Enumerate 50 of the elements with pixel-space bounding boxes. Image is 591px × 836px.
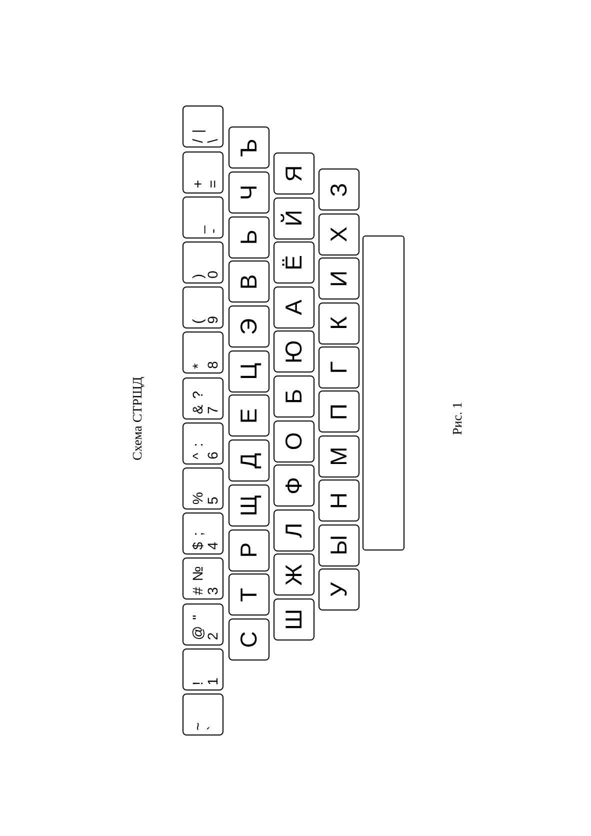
letter-key: Ц	[228, 350, 269, 392]
symbol-key: & ? 7	[182, 376, 223, 419]
letter-key: Ф	[273, 464, 314, 506]
letter-key: Ш	[273, 598, 314, 640]
symbol-key: ( 9	[182, 286, 223, 328]
letter-key: П	[318, 390, 359, 432]
letter-key: Э	[228, 305, 269, 348]
symbol-key: # № 3	[182, 557, 223, 600]
letter-key: К	[318, 302, 359, 344]
letter-key: Ч	[228, 171, 269, 213]
letter-key: Ь	[228, 216, 269, 258]
letter-key: Л	[273, 508, 314, 551]
space-bar-key	[362, 235, 404, 550]
letter-key: М	[318, 434, 359, 477]
letter-key: Т	[228, 573, 269, 616]
letter-key: Я	[273, 152, 314, 194]
title: Схема СТРЩД	[128, 376, 146, 460]
letter-key: И	[318, 257, 359, 300]
letter-key: В	[228, 260, 269, 302]
letter-key: Й	[273, 196, 314, 239]
letter-key: Г	[318, 346, 359, 388]
symbol-key: + =	[182, 150, 223, 193]
letter-key: Д	[228, 439, 269, 482]
letter-key: Ъ	[228, 126, 269, 168]
letter-key: Р	[228, 528, 269, 571]
letter-key: Ж	[273, 553, 314, 596]
letter-key: Б	[273, 375, 314, 417]
symbol-key: @ " 2	[182, 602, 223, 645]
letter-key: Н	[318, 479, 359, 522]
symbol-key: ! 1	[182, 648, 223, 690]
letter-key: С	[228, 618, 269, 660]
symbol-key: ^ : 6	[182, 422, 223, 464]
letter-key: Ы	[318, 524, 359, 566]
letter-key: А	[273, 286, 314, 328]
letter-key: Ю	[273, 330, 314, 372]
letter-key: Х	[318, 212, 359, 255]
caption: Рис. 1	[448, 402, 465, 434]
letter-key: Щ	[228, 484, 269, 526]
letter-key: З	[318, 168, 359, 210]
symbol-key: _ -	[182, 196, 223, 238]
letter-key: О	[273, 420, 314, 462]
symbol-key: / | \	[182, 105, 223, 148]
letter-key: Е	[228, 394, 269, 436]
symbol-key: * 8	[182, 331, 223, 374]
letter-key: У	[318, 568, 359, 610]
letter-key: Ё	[273, 241, 314, 284]
symbol-key: % 5	[182, 467, 223, 509]
symbol-key: ~ `	[182, 693, 223, 735]
symbol-key: ) 0	[182, 241, 223, 283]
symbol-key: $ ; 4	[182, 512, 223, 554]
